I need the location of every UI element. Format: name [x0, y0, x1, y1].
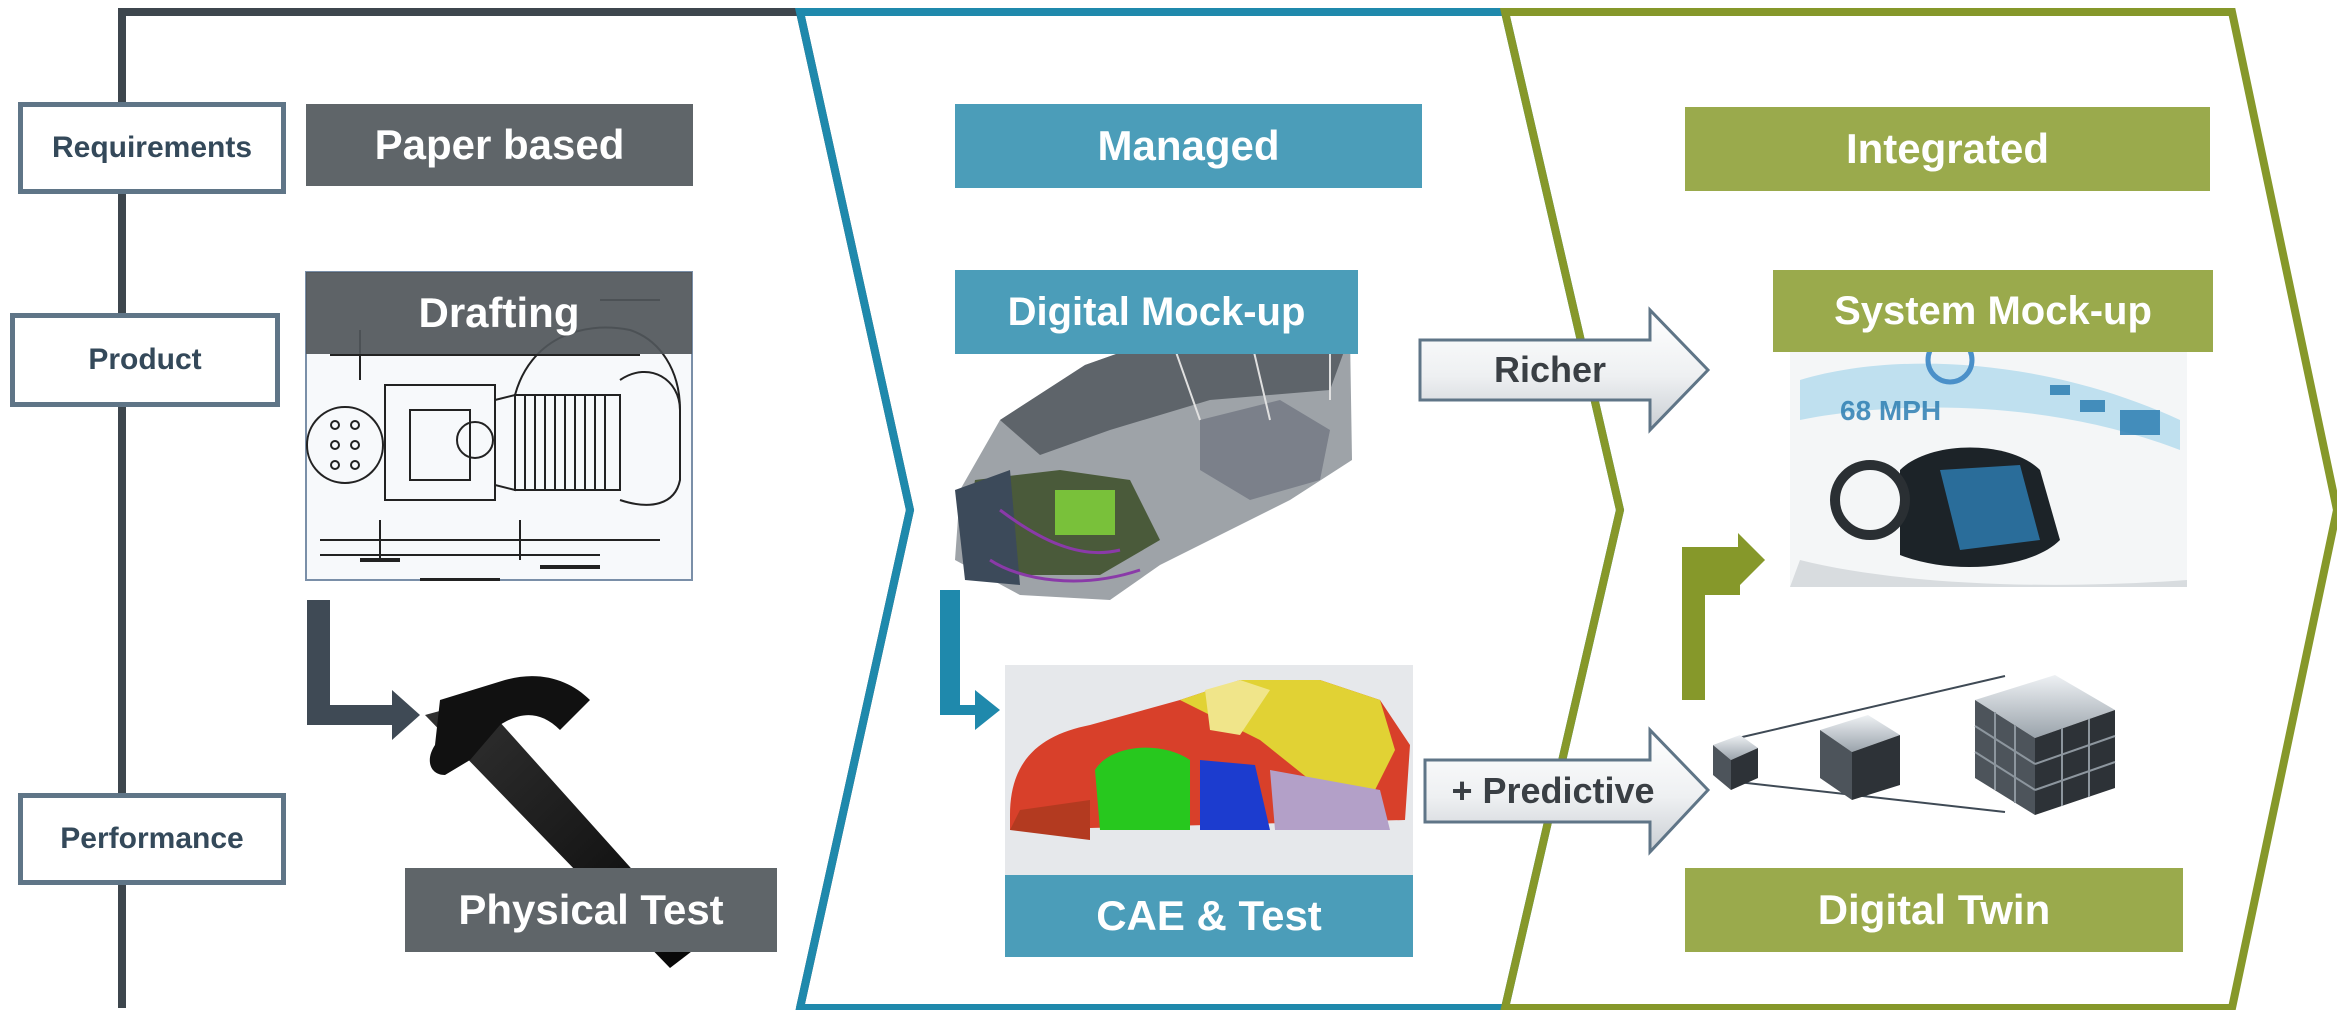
richer-arrow-icon — [1418, 306, 1711, 434]
requirements-row-label: Requirements — [18, 102, 286, 194]
managed-test-arrow-icon — [940, 590, 1000, 730]
managed-title: Managed — [955, 104, 1422, 188]
digital-twin-cubes-image — [1713, 675, 2116, 815]
paper-based-title: Paper based — [306, 104, 693, 186]
system-mockup-cockpit-image: 68 MPH — [1790, 335, 2187, 587]
physical-test-label: Physical Test — [405, 868, 777, 952]
drafting-label: Drafting — [306, 272, 692, 354]
product-row-label: Product — [10, 313, 280, 407]
svg-text:68 MPH: 68 MPH — [1840, 395, 1941, 426]
performance-row-label: Performance — [18, 793, 286, 885]
integrated-feedback-arrow-head-icon — [1682, 533, 1765, 700]
predictive-arrow-icon — [1423, 726, 1711, 856]
paper-test-arrow-icon — [307, 600, 420, 740]
digital-mockup-label: Digital Mock-up — [955, 270, 1358, 354]
digital-twin-label: Digital Twin — [1685, 868, 2183, 952]
integrated-phase-outline — [1499, 7, 2337, 1010]
cae-test-label: CAE & Test — [1005, 875, 1413, 957]
predictive-arrow-label: + Predictive — [1451, 770, 1655, 811]
digital-mockup-car-image — [955, 334, 1352, 600]
integrated-title: Integrated — [1685, 107, 2210, 191]
richer-arrow-label: Richer — [1493, 349, 1607, 390]
system-mockup-label: System Mock-up — [1773, 270, 2213, 352]
cae-car-image — [1005, 665, 1413, 875]
